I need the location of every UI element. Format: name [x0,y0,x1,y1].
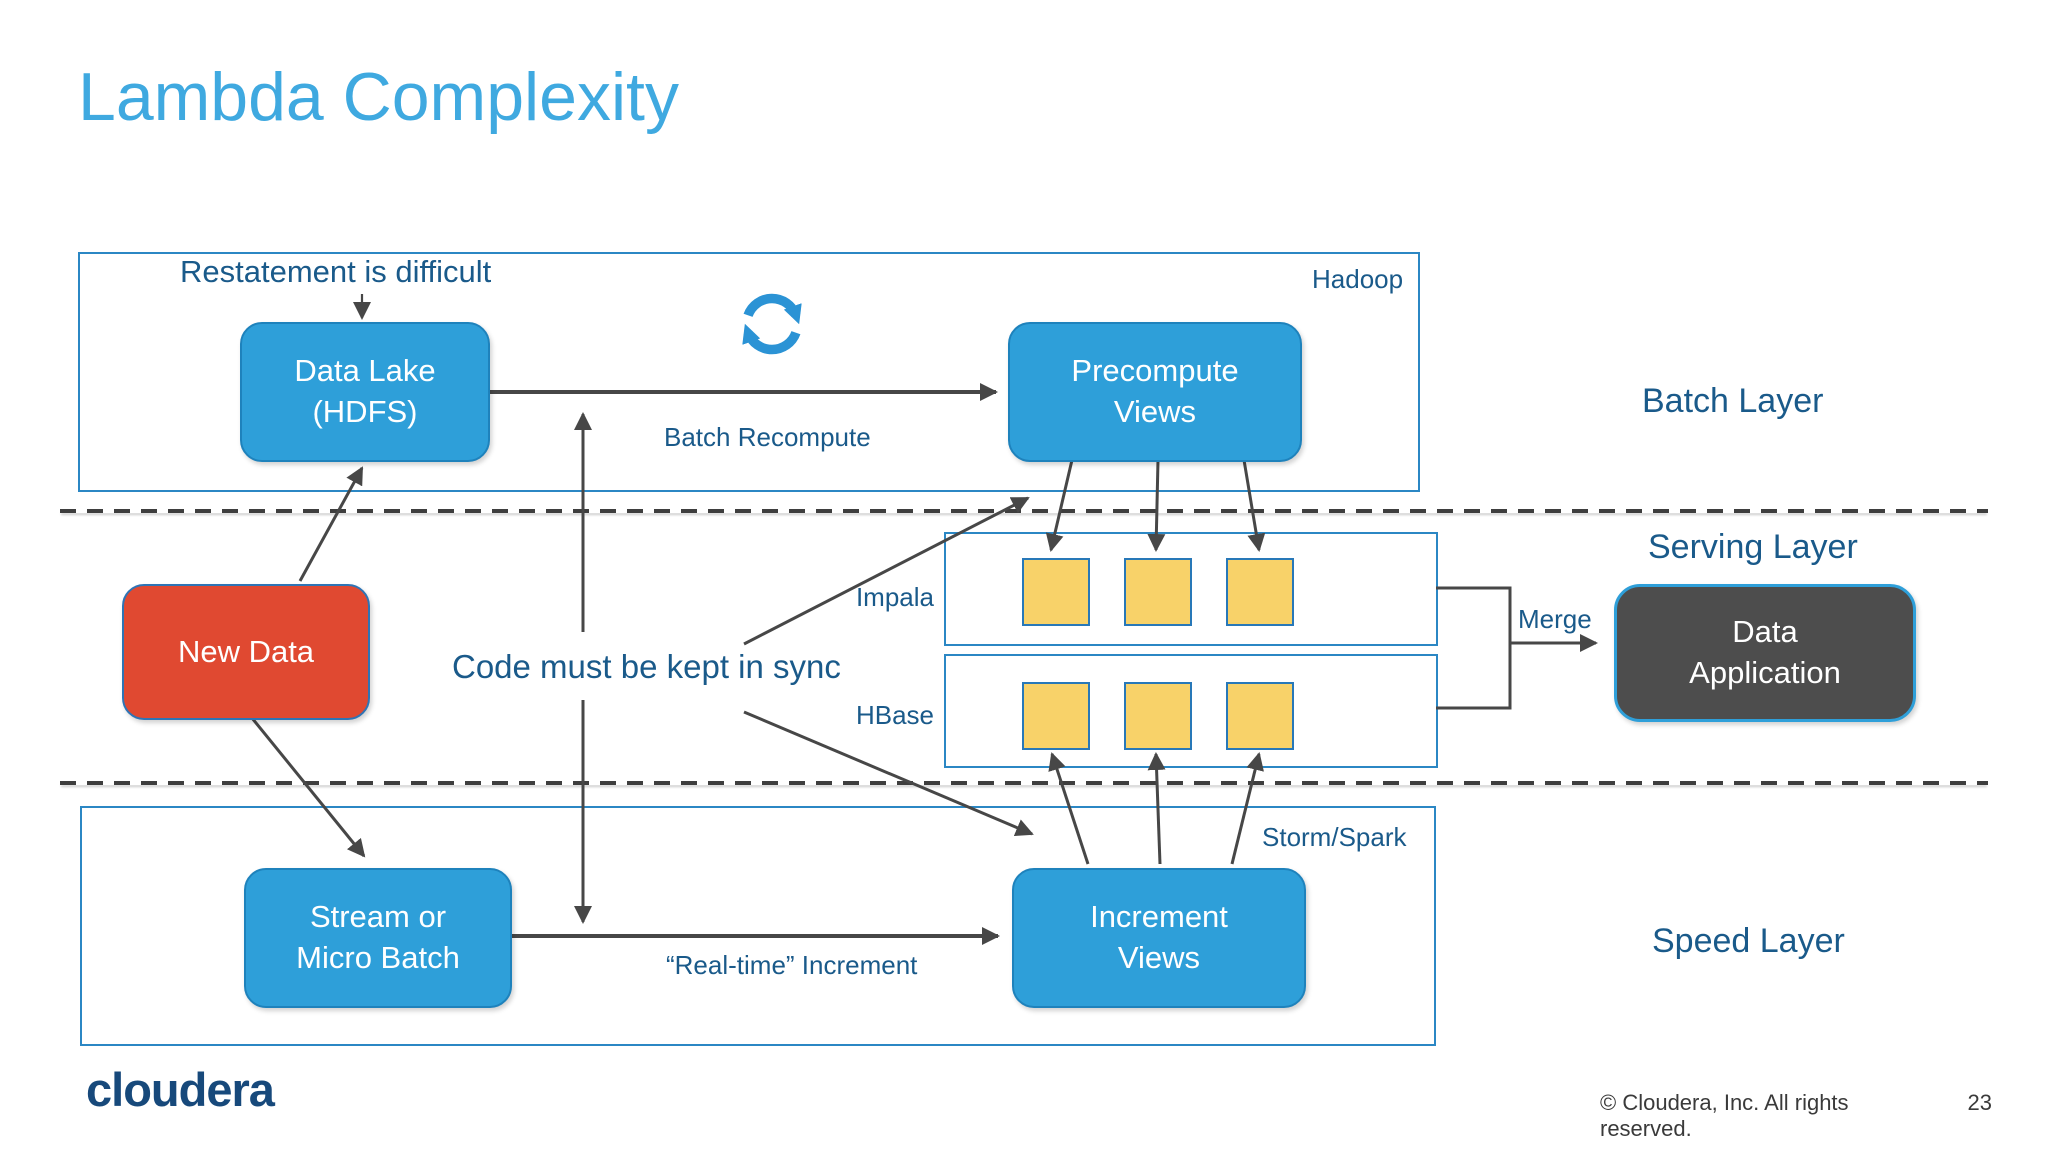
batch-serving-divider [60,509,1988,513]
copyright-text: © Cloudera, Inc. All rights reserved. [1600,1090,1849,1141]
footer: © Cloudera, Inc. All rights reserved. 23 [1600,1090,1992,1142]
hbase-view-square-3 [1226,682,1294,750]
hbase-label: HBase [855,700,934,730]
precompute-label-line1: Precompute [1071,353,1239,389]
speed-layer-label: Speed Layer [1652,922,1845,960]
realtime-increment-label: “Real-time” Increment [666,950,918,980]
stream-label-line2: Micro Batch [296,940,460,975]
increment-label-line2: Views [1117,940,1201,975]
impala-view-square-2 [1124,558,1192,626]
merge-label: Merge [1518,604,1592,634]
page-number: 23 [1967,1090,1992,1115]
data-lake-node: Data Lake (HDFS) [240,322,490,462]
batch-layer-container [78,252,1420,492]
stream-label-line1: Stream or [309,899,447,935]
data-application-node: Data Application [1614,584,1916,722]
precompute-views-node: Precompute Views [1008,322,1302,462]
batch-recompute-label: Batch Recompute [664,422,871,452]
precompute-label-line2: Views [1113,394,1197,429]
page-title: Lambda Complexity [78,59,679,135]
restatement-note: Restatement is difficult [180,254,492,289]
serving-layer-label: Serving Layer [1648,528,1858,566]
data-application-label-line2: Application [1689,655,1841,690]
increment-label-line1: Increment [1090,899,1228,935]
code-sync-note: Code must be kept in sync [452,648,841,685]
data-application-label-line1: Data [1732,614,1798,650]
storm-spark-label: Storm/Spark [1262,822,1407,852]
refresh-sync-icon [742,293,802,355]
hadoop-label: Hadoop [1312,264,1404,294]
new-data-label: New Data [177,633,315,669]
stream-micro-batch-node: Stream or Micro Batch [244,868,512,1008]
impala-label: Impala [855,582,934,612]
merge-bracket [1436,586,1512,710]
increment-views-node: Increment Views [1012,868,1306,1008]
data-lake-label-line2: (HDFS) [312,394,418,429]
impala-view-square-1 [1022,558,1090,626]
data-lake-label-line1: Data Lake [294,353,436,389]
new-data-node: New Data [122,584,370,720]
serving-speed-divider [60,781,1988,785]
hbase-view-square-2 [1124,682,1192,750]
batch-layer-label: Batch Layer [1642,382,1824,420]
impala-view-square-3 [1226,558,1294,626]
hbase-view-square-1 [1022,682,1090,750]
cloudera-logo: cloudera [86,1063,275,1116]
